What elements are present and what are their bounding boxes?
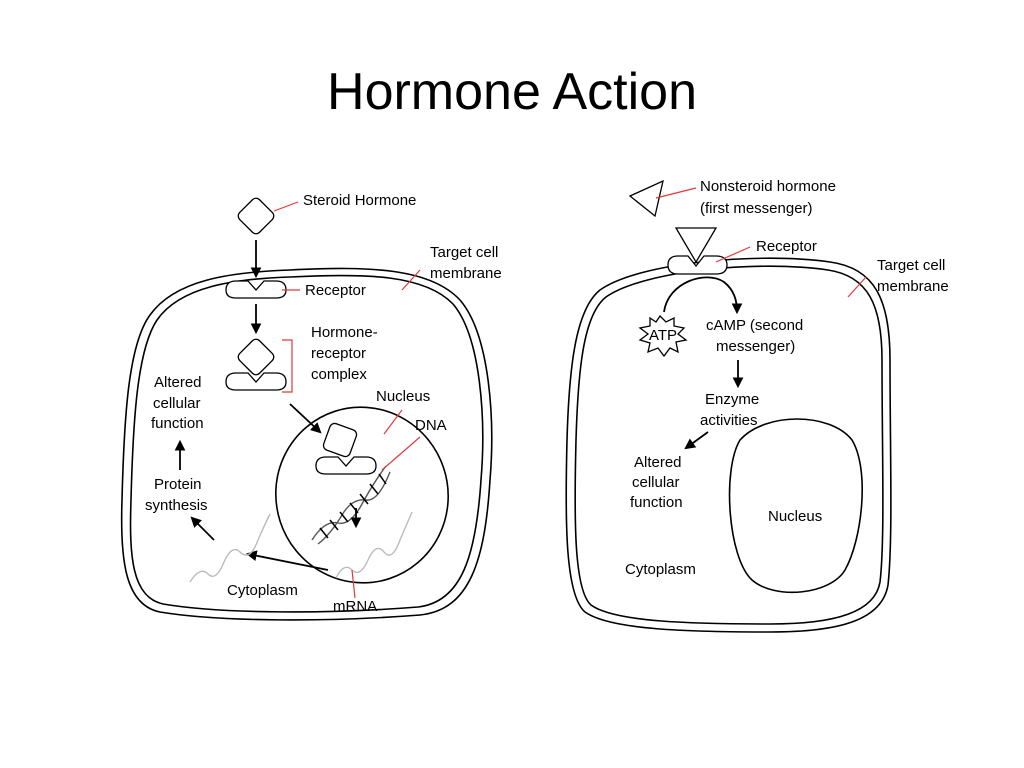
left-membrane-leader (401, 269, 421, 291)
nonsteroid-label-2: (first messenger) (700, 200, 813, 217)
nonsteroid-label-1: Nonsteroid hormone (700, 178, 836, 195)
right-cell-membrane-inner (574, 265, 884, 625)
left-altered-label-1: Altered (154, 374, 202, 391)
camp-label-1: cAMP (second (706, 317, 803, 334)
protein-label-1: Protein (154, 476, 202, 493)
right-receptor-leader (715, 246, 751, 263)
left-altered-label-2: cellular (153, 395, 201, 412)
dna-leader (381, 436, 421, 471)
camp-label-2: messenger) (716, 338, 795, 355)
steroid-hormone-leader (273, 201, 299, 212)
bound-hormone-shape (674, 227, 718, 264)
left-cell: Steroid Hormone Receptor Target cell mem… (120, 192, 502, 621)
atp-label: ATP (649, 327, 677, 344)
dna-helix (311, 465, 391, 545)
left-nucleus (275, 406, 449, 584)
left-receptor-shape (225, 280, 287, 299)
right-membrane-leader (847, 276, 867, 298)
atp-burst (638, 314, 688, 358)
arrow-complex-to-nucleus (289, 403, 322, 434)
right-receptor-label: Receptor (756, 238, 817, 255)
complex-receptor-shape (225, 372, 287, 391)
right-membrane-label-2: membrane (877, 278, 949, 295)
right-membrane-label-1: Target cell (877, 257, 945, 274)
left-receptor-label: Receptor (305, 282, 366, 299)
mrna-label: mRNA (333, 598, 377, 615)
nonsteroid-hormone-leader (655, 187, 697, 199)
left-nucleus-leader (383, 409, 403, 435)
right-cell: Nucleus Nonsteroid hormone (first messen… (565, 178, 949, 633)
complex-label-1: Hormone- (311, 324, 378, 341)
left-cell-membrane-inner (129, 274, 484, 613)
left-cytoplasm-label: Cytoplasm (227, 582, 298, 599)
left-altered-label-3: function (151, 415, 204, 432)
protein-label-2: synthesis (145, 497, 208, 514)
mrna-in-nucleus (335, 511, 413, 579)
right-nucleus-label: Nucleus (768, 508, 822, 525)
arrow-enzyme-to-altered (684, 431, 709, 450)
right-nucleus (728, 418, 863, 594)
enzyme-label-1: Enzyme (705, 391, 759, 408)
mrna-in-cytoplasm (189, 513, 271, 583)
nonsteroid-hormone-shape (628, 179, 664, 218)
left-membrane-label-2: membrane (430, 265, 502, 282)
page-title: Hormone Action (327, 63, 697, 121)
steroid-hormone-shape (237, 197, 275, 235)
arrow-atp-to-camp (663, 276, 743, 315)
right-cytoplasm-label: Cytoplasm (625, 561, 696, 578)
right-cell-membrane-outer (565, 257, 892, 633)
left-nucleus-label: Nucleus (376, 388, 430, 405)
steroid-hormone-label: Steroid Hormone (303, 192, 416, 209)
left-cell-membrane-outer (120, 267, 493, 621)
dna-label: DNA (415, 417, 447, 434)
complex-label-2: receptor (311, 345, 366, 362)
nucleus-hormone-shape (322, 422, 358, 458)
right-altered-label-2: cellular (632, 474, 680, 491)
complex-hormone-shape (237, 338, 275, 376)
mrna-leader (351, 569, 356, 599)
complex-bracket (282, 339, 293, 393)
right-altered-label-1: Altered (634, 454, 682, 471)
right-altered-label-3: function (630, 494, 683, 511)
left-membrane-label-1: Target cell (430, 244, 498, 261)
nucleus-receptor-shape (315, 456, 377, 475)
complex-label-3: complex (311, 366, 367, 383)
arrow-mrna-to-cytoplasm (245, 550, 329, 571)
right-receptor-shape (667, 255, 728, 275)
enzyme-label-2: activities (700, 412, 758, 429)
arrow-mrna-to-protein (190, 516, 215, 541)
